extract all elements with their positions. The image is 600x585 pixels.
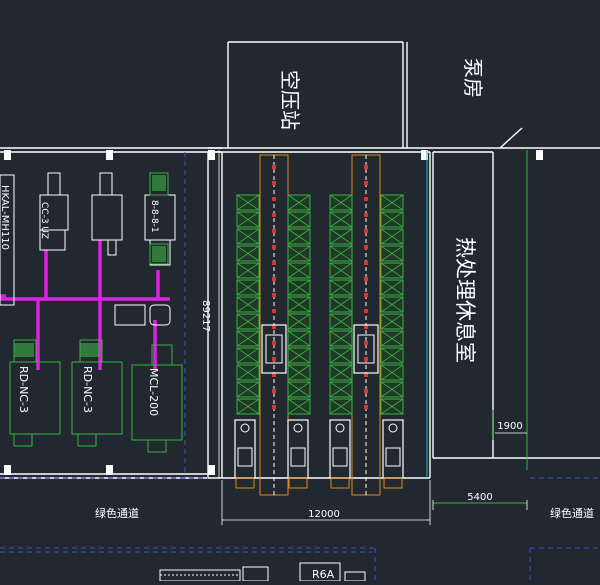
rack-cell xyxy=(380,262,404,279)
rack-cell xyxy=(287,211,311,228)
rack-cell xyxy=(287,381,311,398)
rack-cell xyxy=(380,296,404,313)
rack-cell xyxy=(380,381,404,398)
rack-cell xyxy=(329,279,353,296)
rack-cell xyxy=(287,228,311,245)
rack-cell xyxy=(380,245,404,262)
machine-top-a-label: CC-3 UZ xyxy=(39,202,49,239)
rack-cell xyxy=(236,211,260,228)
rack-cell xyxy=(236,279,260,296)
rack-cell xyxy=(329,347,353,364)
rack-cell xyxy=(329,194,353,211)
rack-cell xyxy=(236,398,260,415)
machine-bottom-c-label: MCL-200 xyxy=(147,368,160,416)
heat-treatment-lounge-label: 热处理休息室 xyxy=(453,237,477,363)
storage-racks xyxy=(234,154,404,496)
rack-cell xyxy=(287,313,311,330)
rack-cell xyxy=(287,279,311,296)
rack-cell xyxy=(236,245,260,262)
rack-cell xyxy=(380,364,404,381)
rack-cell xyxy=(329,364,353,381)
stacker-crane xyxy=(353,324,379,374)
rack-cell xyxy=(287,364,311,381)
rack-cell xyxy=(329,296,353,313)
rack-cell xyxy=(287,245,311,262)
rack-cell xyxy=(329,381,353,398)
green-passage-right-label: 绿色通道 xyxy=(550,506,594,520)
green-lines xyxy=(433,150,528,504)
rack-cell xyxy=(287,347,311,364)
rack-cell xyxy=(380,194,404,211)
rack-cell xyxy=(236,347,260,364)
rack-cell xyxy=(380,211,404,228)
rack-cell xyxy=(380,330,404,347)
machine-bottom-b-label: RD-NC-3 xyxy=(81,366,94,413)
rack-cell xyxy=(329,398,353,415)
rack-cell xyxy=(380,279,404,296)
rack-cell xyxy=(236,313,260,330)
rack-cell xyxy=(287,262,311,279)
rack-cell xyxy=(236,296,260,313)
machine-left-edge-label: HKAL-MH110 xyxy=(0,185,10,250)
rack-cell xyxy=(329,245,353,262)
rack-cell xyxy=(287,296,311,313)
machine-top-c-label: 8-8-8-1 xyxy=(149,200,159,233)
lounge-offset-dimension: 1900 xyxy=(497,421,522,432)
stacker-crane xyxy=(261,324,287,374)
rack-cell xyxy=(236,262,260,279)
rack-cell xyxy=(380,228,404,245)
rack-cell xyxy=(236,194,260,211)
rack-area-width-dimension: 12000 xyxy=(308,509,340,520)
rack-cell xyxy=(329,330,353,347)
green-passage-left-label: 绿色通道 xyxy=(95,506,139,520)
air-compressor-label: 空压站 xyxy=(278,70,302,130)
lounge-width-dimension: 5400 xyxy=(467,492,492,503)
rack-cell xyxy=(287,330,311,347)
bottom-block-label: R6A xyxy=(312,568,335,581)
rack-area-height-dimension: 89217 xyxy=(200,300,211,332)
dashed-boundaries xyxy=(0,152,600,581)
rack-cell xyxy=(380,347,404,364)
machine-area: HKAL-MH110 CC-3 UZ 8-8-8-1 RD-NC-3 RD-NC… xyxy=(0,172,183,453)
columns xyxy=(4,150,543,475)
rack-cell xyxy=(380,313,404,330)
rack-cell xyxy=(329,211,353,228)
rack-cell xyxy=(236,228,260,245)
rack-cell xyxy=(236,381,260,398)
bottom-area xyxy=(159,562,366,582)
rack-cell xyxy=(236,330,260,347)
pump-room-label: 泵房 xyxy=(461,58,485,98)
rack-cell xyxy=(236,364,260,381)
machine-top-b xyxy=(91,194,123,241)
rack-cell xyxy=(329,313,353,330)
dimension-lines xyxy=(218,150,528,525)
machine-bottom-b xyxy=(71,361,123,435)
machine-bottom-a-label: RD-NC-3 xyxy=(17,366,30,413)
rack-cell xyxy=(380,398,404,415)
rack-cell xyxy=(287,398,311,415)
rack-cell xyxy=(287,194,311,211)
rack-cell xyxy=(329,262,353,279)
rack-cell xyxy=(329,228,353,245)
